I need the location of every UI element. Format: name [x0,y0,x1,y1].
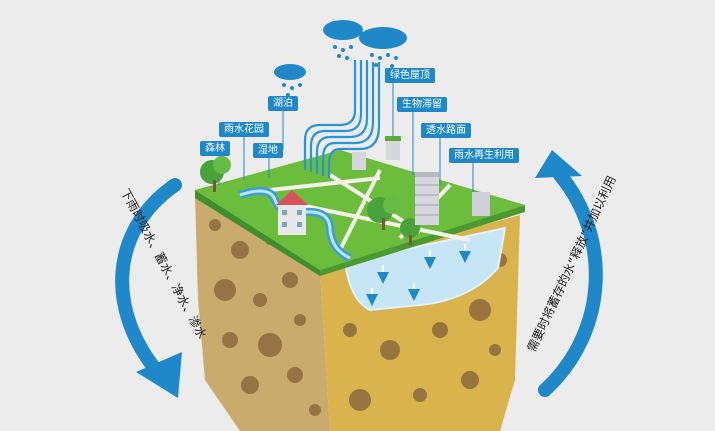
left-cycle-arrow [115,178,182,398]
label-rain-garden: 雨水花园 [219,122,269,137]
label-lake: 湖泊 [268,96,298,111]
label-rainwater-reuse: 雨水再生利用 [449,148,519,163]
label-wetland: 湿地 [253,143,283,158]
label-forest: 森林 [200,141,230,156]
label-bioretention: 生物滞留 [397,97,447,112]
soil-block [195,195,520,431]
buildings [276,136,490,235]
label-green-roof: 绿色屋顶 [385,68,435,83]
water-pipes [303,60,381,178]
rain-cloud-icon [274,20,407,97]
label-permeable-pavement: 透水路面 [421,123,471,138]
right-cycle-arrow [535,150,603,397]
grass-top [195,150,525,276]
trees [200,156,420,245]
